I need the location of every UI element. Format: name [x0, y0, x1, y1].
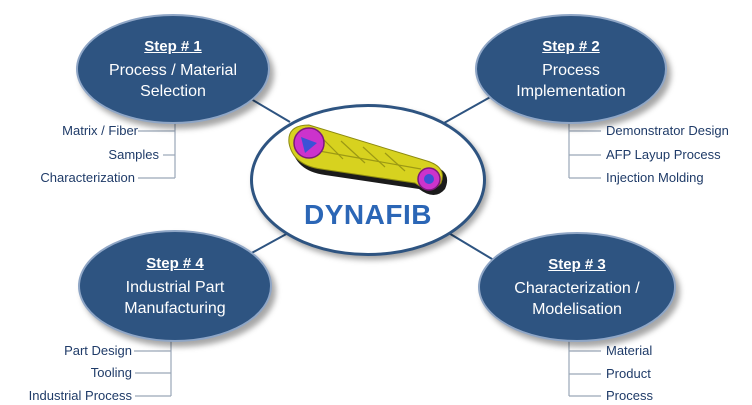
step1-item-matrix-fiber: Matrix / Fiber	[62, 123, 138, 138]
link-step1	[245, 95, 291, 123]
step1-item-characterization: Characterization	[40, 170, 135, 185]
step3-title-line2: Modelisation	[532, 301, 622, 318]
center-node: DYNAFIB	[250, 104, 486, 256]
link-step4	[247, 231, 291, 256]
step4-node: Step # 4 Industrial Part Manufacturing	[78, 230, 272, 342]
step3-item-process: Process	[606, 388, 653, 403]
step2-title-line2: Implementation	[516, 83, 626, 100]
step4-title-line2: Manufacturing	[124, 300, 226, 317]
center-title: DYNAFIB	[304, 199, 432, 230]
step3-item-product: Product	[606, 366, 651, 381]
step2-item-injection-molding: Injection Molding	[606, 170, 704, 185]
step3-item-material: Material	[606, 343, 653, 358]
step2-number: Step # 2	[542, 38, 600, 55]
step2-node: Step # 2 Process Implementation	[475, 14, 667, 124]
step4-title-line1: Industrial Part	[125, 279, 225, 296]
step3-title-line1: Characterization /	[514, 280, 640, 297]
step2-item-afp-layup: AFP Layup Process	[606, 147, 721, 162]
step4-item-tooling: Tooling	[90, 365, 132, 380]
link-step3	[446, 231, 498, 263]
step2-title-line1: Process	[542, 62, 600, 79]
step3-node: Step # 3 Characterization / Modelisation	[478, 232, 676, 342]
step3-number: Step # 3	[548, 256, 606, 273]
step1-title-line2: Selection	[140, 83, 206, 100]
link-step2	[443, 94, 495, 124]
step4-number: Step # 4	[146, 255, 204, 272]
step1-item-samples: Samples	[108, 147, 159, 162]
step4-item-part-design: Part Design	[64, 343, 132, 358]
step1-number: Step # 1	[144, 38, 202, 55]
step4-item-industrial-process: Industrial Process	[28, 388, 132, 403]
step1-node: Step # 1 Process / Material Selection	[76, 14, 270, 124]
composite-part-icon	[288, 124, 448, 195]
step2-item-demonstrator-design: Demonstrator Design	[606, 123, 729, 138]
step1-title-line1: Process / Material	[108, 62, 238, 79]
